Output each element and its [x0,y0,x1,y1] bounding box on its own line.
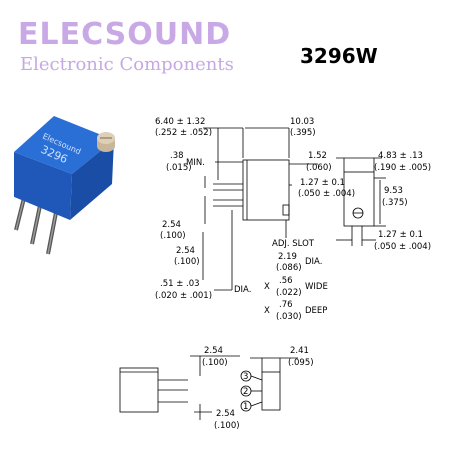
dim-right-width-in: (.190 ± .005) [374,163,431,173]
dim-pin-127: 1.27 ± 0.1 [300,178,345,188]
pin3-label: 3 [243,372,248,382]
dim-pitch1-in: (.100) [160,231,186,241]
model-number: 3296W [300,44,378,68]
dim-min-in: (.015) [166,163,192,173]
dim-slot-deep-label: DEEP [305,306,327,316]
dim-slot-dia: 2.19 [278,252,297,262]
pin2-label: 2 [243,387,248,397]
dim-bot-pitch1: 2.54 [204,346,223,356]
dim-slot-dia-in: (.086) [276,263,302,273]
dim-slot-wide-x: X [264,282,270,292]
dim-bot-pitch2-in: (.100) [214,421,240,431]
brand-subtitle: Electronic Components [20,54,234,75]
photo-body [14,116,114,174]
dim-pitch1: 2.54 [162,220,181,230]
dim-min-label: MIN. [186,158,205,168]
pin1-label: 1 [243,402,248,412]
dim-slot-wide: .56 [279,276,293,286]
dim-right-width: 4.83 ± .13 [378,151,423,161]
dim-right-pin: 1.27 ± 0.1 [378,230,423,240]
dim-top-width-in: (.252 ± .052) [155,128,212,138]
dim-slot-deep-in: (.030) [276,312,302,322]
dim-dia-in: (.020 ± .001) [155,291,212,301]
dim-bot-width-in: (.095) [288,358,314,368]
dim-top-width: 6.40 ± 1.32 [155,117,205,127]
dim-top-len-in: (.395) [290,128,316,138]
dim-slot-deep: .76 [279,300,293,310]
dim-bot-width: 2.41 [290,346,309,356]
dim-min: .38 [170,151,184,161]
dim-pitch2: 2.54 [176,246,195,256]
side-view-body [242,159,290,221]
brand-logo: ELECSOUND [18,17,232,52]
dim-pitch2-in: (.100) [174,257,200,267]
dim-right-height-in: (.375) [382,198,408,208]
dim-top-len: 10.03 [290,117,314,127]
pinout-view-body [261,371,281,411]
dim-bot-pitch1-in: (.100) [202,358,228,368]
adj-slot-label: ADJ. SLOT [272,239,315,249]
dim-152-in: (.060) [306,163,332,173]
dim-152: 1.52 [308,151,327,161]
dim-dia-label: DIA. [234,285,251,295]
potentiometer-photo: Elecsound 3296 [14,116,115,255]
bottom-view-body [119,367,159,413]
dim-slot-dia-label: DIA. [305,257,322,267]
dim-slot-deep-x: X [264,306,270,316]
dim-dia: .51 ± .03 [160,279,200,289]
right-view-body [343,171,375,227]
dim-right-pin-in: (.050 ± .004) [374,242,431,252]
dim-slot-wide-label: WIDE [305,282,328,292]
dim-slot-wide-in: (.022) [276,288,302,298]
dim-bot-pitch2: 2.54 [216,409,235,419]
dim-right-height: 9.53 [384,186,403,196]
dim-pin-127-in: (.050 ± .004) [298,189,355,199]
